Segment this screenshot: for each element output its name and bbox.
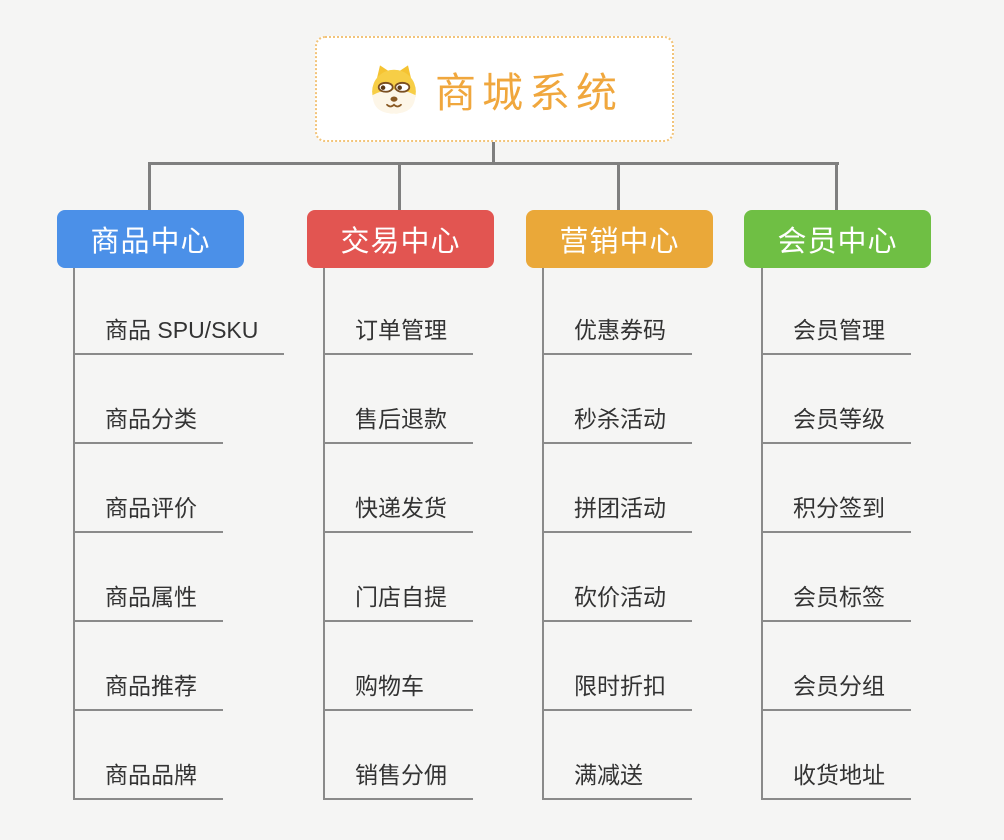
- column-line: [542, 268, 544, 800]
- leaf-node[interactable]: 商品品牌: [73, 748, 223, 800]
- leaf-node[interactable]: 秒杀活动: [542, 392, 692, 444]
- connector-horizontal-bar: [148, 162, 839, 165]
- leaf-node[interactable]: 商品属性: [73, 570, 223, 622]
- leaf-node[interactable]: 门店自提: [323, 570, 473, 622]
- leaf-column-member: 会员管理 会员等级 积分签到 会员标签 会员分组 收货地址: [761, 268, 991, 802]
- leaf-node[interactable]: 销售分佣: [323, 748, 473, 800]
- leaf-node[interactable]: 商品分类: [73, 392, 223, 444]
- leaf-node[interactable]: 拼团活动: [542, 481, 692, 533]
- branch-node-trade-center[interactable]: 交易中心: [307, 210, 494, 268]
- branch-node-marketing-center[interactable]: 营销中心: [526, 210, 713, 268]
- leaf-node[interactable]: 砍价活动: [542, 570, 692, 622]
- leaf-node[interactable]: 商品评价: [73, 481, 223, 533]
- connector-root-drop: [492, 141, 495, 164]
- connector-drop-trade: [398, 163, 401, 210]
- leaf-node[interactable]: 商品 SPU/SKU: [73, 303, 285, 355]
- leaf-node[interactable]: 会员管理: [761, 303, 911, 355]
- leaf-column-marketing: 优惠券码 秒杀活动 拼团活动 砍价活动 限时折扣 满减送: [542, 268, 772, 802]
- leaf-node[interactable]: 满减送: [542, 748, 692, 800]
- leaf-node[interactable]: 购物车: [323, 659, 473, 711]
- leaf-node[interactable]: 限时折扣: [542, 659, 692, 711]
- leaf-node[interactable]: 会员分组: [761, 659, 911, 711]
- dog-icon: [372, 65, 416, 114]
- leaf-node[interactable]: 快递发货: [323, 481, 473, 533]
- column-line: [73, 268, 75, 800]
- leaf-node[interactable]: 会员等级: [761, 392, 911, 444]
- leaf-column-product: 商品 SPU/SKU 商品分类 商品评价 商品属性 商品推荐 商品品牌: [73, 268, 303, 802]
- leaf-node[interactable]: 积分签到: [761, 481, 911, 533]
- branch-node-product-center[interactable]: 商品中心: [57, 210, 244, 268]
- connector-drop-member: [835, 163, 838, 210]
- leaf-node[interactable]: 优惠券码: [542, 303, 692, 355]
- root-title: 商城系统: [435, 70, 623, 116]
- leaf-node[interactable]: 订单管理: [323, 303, 473, 355]
- root-node[interactable]: 商城系统: [315, 36, 674, 142]
- leaf-node[interactable]: 商品推荐: [73, 659, 223, 711]
- branch-node-member-center[interactable]: 会员中心: [744, 210, 931, 268]
- column-line: [323, 268, 325, 800]
- connector-drop-marketing: [617, 163, 620, 210]
- column-line: [761, 268, 763, 800]
- leaf-node[interactable]: 收货地址: [761, 748, 911, 800]
- leaf-node[interactable]: 会员标签: [761, 570, 911, 622]
- leaf-node[interactable]: 售后退款: [323, 392, 473, 444]
- leaf-column-trade: 订单管理 售后退款 快递发货 门店自提 购物车 销售分佣: [323, 268, 553, 802]
- connector-drop-product: [148, 163, 151, 210]
